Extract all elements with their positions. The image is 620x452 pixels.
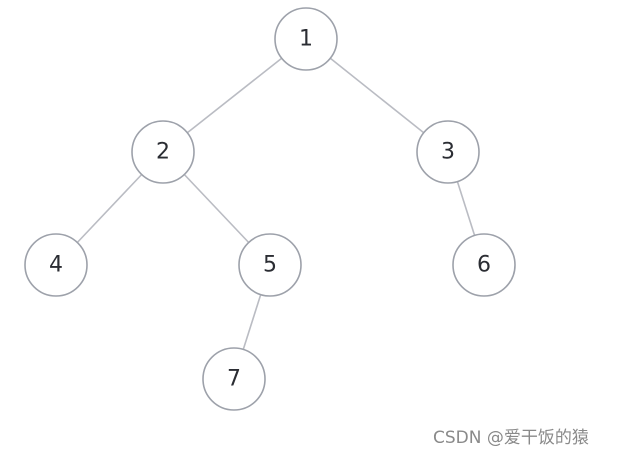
node-label: 3 — [441, 140, 455, 165]
node-label: 1 — [299, 27, 313, 52]
edge-layer — [76, 57, 476, 350]
node-circle — [238, 233, 302, 297]
tree-node-4: 4 — [24, 233, 88, 297]
node-layer: 1 2 3 4 5 6 7 — [24, 7, 516, 411]
edge-n2-n4 — [76, 173, 143, 244]
node-circle — [452, 233, 516, 297]
tree-node-2: 2 — [131, 120, 195, 184]
node-circle — [416, 120, 480, 184]
edge-n3-n6 — [456, 181, 476, 236]
edge-n1-n2 — [186, 57, 283, 134]
node-label: 6 — [477, 253, 491, 278]
edge-n5-n7 — [242, 294, 262, 350]
node-circle — [24, 233, 88, 297]
node-circle — [202, 347, 266, 411]
tree-node-6: 6 — [452, 233, 516, 297]
node-label: 5 — [263, 253, 277, 278]
watermark-text: CSDN @爱干饭的猿 — [433, 428, 589, 448]
tree-node-5: 5 — [238, 233, 302, 297]
tree-node-7: 7 — [202, 347, 266, 411]
node-label: 2 — [156, 140, 170, 165]
edge-n1-n3 — [329, 57, 425, 134]
node-label: 7 — [227, 367, 241, 392]
tree-node-1: 1 — [274, 7, 338, 71]
tree-node-3: 3 — [416, 120, 480, 184]
node-circle — [131, 120, 195, 184]
edge-n2-n5 — [183, 173, 250, 244]
node-label: 4 — [49, 253, 63, 278]
node-circle — [274, 7, 338, 71]
